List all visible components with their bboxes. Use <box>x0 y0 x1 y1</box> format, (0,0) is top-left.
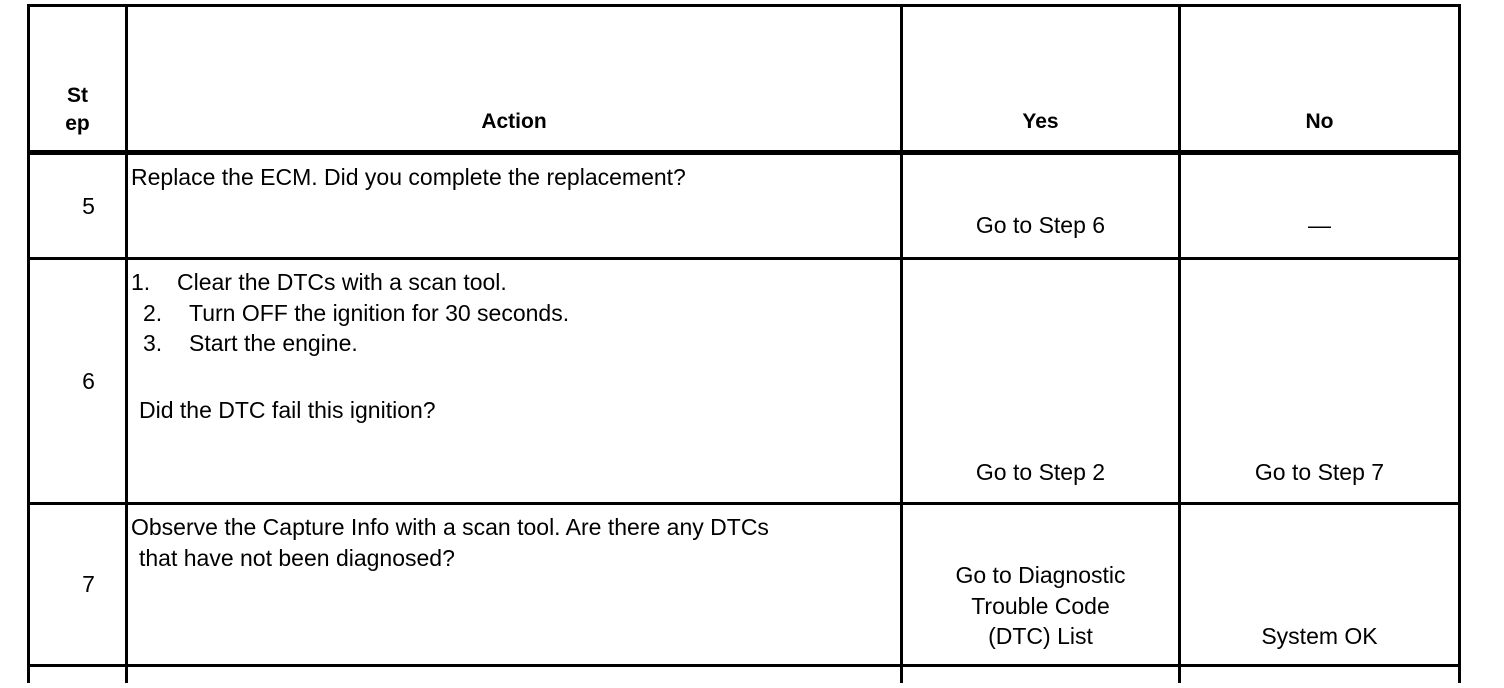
no-answer-text: — <box>1308 212 1331 239</box>
yes-answer-cell-partial <box>900 664 1181 683</box>
step-number-value: 5 <box>82 192 95 219</box>
table-row: 6 1. Clear the DTCs with a scan tool. 2.… <box>27 257 1461 505</box>
table-row: 7 Observe the Capture Info with a scan t… <box>27 502 1461 667</box>
step-number-cell: 6 <box>27 257 128 505</box>
step-number-cell-partial <box>27 664 128 683</box>
table-header-row: St ep Action Yes No <box>27 4 1461 155</box>
yes-answer-cell: Go to Step 6 <box>900 151 1181 260</box>
column-header-yes-label: Yes <box>1022 110 1059 134</box>
step-number-value: 7 <box>82 571 95 597</box>
action-text: Replace the ECM. Did you complete the re… <box>131 164 686 190</box>
yes-answer-cell: Go to Step 2 <box>900 257 1181 505</box>
action-text-line-2: that have not been diagnosed? <box>139 544 455 571</box>
column-header-step-line2: ep <box>65 112 90 136</box>
table-row: 5 Replace the ECM. Did you complete the … <box>27 151 1461 260</box>
yes-answer-text: Go to Step 2 <box>975 459 1106 486</box>
yes-answer-line-2: Trouble Code <box>971 592 1110 619</box>
action-cell: Replace the ECM. Did you complete the re… <box>125 151 903 260</box>
column-header-no: No <box>1178 4 1461 155</box>
action-cell: 1. Clear the DTCs with a scan tool. 2. T… <box>125 257 903 505</box>
yes-answer-line-3: (DTC) List <box>988 623 1093 650</box>
column-header-no-label: No <box>1305 110 1334 134</box>
no-answer-text: Go to Step 7 <box>1254 459 1385 486</box>
list-item-number: 2. <box>143 299 163 326</box>
column-header-step-line1: St <box>67 84 88 108</box>
list-item: 2. Turn OFF the ignition for 30 seconds. <box>131 298 898 329</box>
step-number-value: 6 <box>82 367 95 394</box>
list-item-number: 3. <box>143 330 163 357</box>
no-answer-cell: Go to Step 7 <box>1178 257 1461 505</box>
step-number-cell: 5 <box>27 151 128 260</box>
step-number-cell: 7 <box>27 502 128 667</box>
no-answer-text: System OK <box>1261 623 1378 650</box>
column-header-yes: Yes <box>900 4 1181 155</box>
column-header-step: St ep <box>27 4 128 155</box>
blank-line-spacer <box>131 359 898 395</box>
no-answer-cell: — <box>1178 151 1461 260</box>
action-text-line-1: Observe the Capture Info with a scan too… <box>131 514 769 540</box>
column-header-action-label: Action <box>481 110 547 134</box>
list-item: 3. Start the engine. <box>131 328 898 359</box>
diagnostic-procedure-table: St ep Action Yes No <box>27 4 1461 683</box>
yes-answer-cell: Go to Diagnostic Trouble Code (DTC) List <box>900 502 1181 667</box>
list-item-text: Turn OFF the ignition for 30 seconds. <box>189 299 570 326</box>
action-step-list: 1. Clear the DTCs with a scan tool. 2. T… <box>131 267 898 359</box>
yes-answer-line-1: Go to Diagnostic <box>955 562 1126 589</box>
list-item-number: 1. <box>131 269 151 295</box>
yes-answer-text: Go to Step 6 <box>975 212 1106 239</box>
no-answer-cell-partial <box>1178 664 1461 683</box>
action-question-text: Did the DTC fail this ignition? <box>139 396 436 423</box>
list-item: 1. Clear the DTCs with a scan tool. <box>131 267 898 298</box>
action-cell-partial <box>125 664 903 683</box>
list-item-text: Start the engine. <box>189 330 358 357</box>
column-header-action: Action <box>125 4 903 155</box>
list-item-text: Clear the DTCs with a scan tool. <box>177 269 507 295</box>
no-answer-cell: System OK <box>1178 502 1461 667</box>
table-row-partial <box>27 664 1461 683</box>
action-cell: Observe the Capture Info with a scan too… <box>125 502 903 667</box>
